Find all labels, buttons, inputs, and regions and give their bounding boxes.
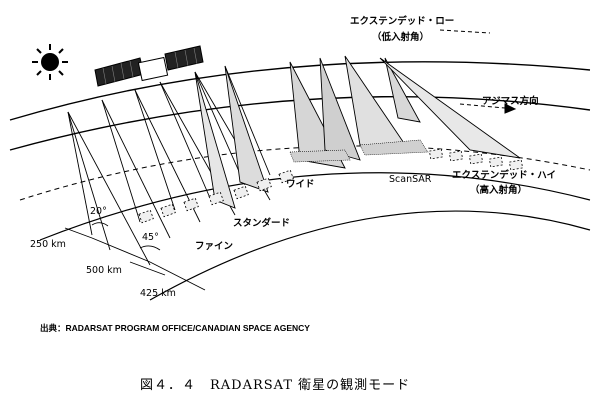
label-azimuth: アジマス方向 xyxy=(482,95,539,107)
label-extended-low-sub: （低入射角） xyxy=(372,31,429,43)
label-fine: ファイン xyxy=(195,241,233,252)
label-scansar: ScanSAR xyxy=(389,174,432,185)
label-angle-20: 20° xyxy=(90,206,107,217)
label-dist-425: 425 km xyxy=(140,288,176,299)
figure-caption: 図４．４ RADARSAT 衛星の観測モード xyxy=(140,378,410,393)
label-dist-500: 500 km xyxy=(86,265,122,276)
label-extended-high-sub: （高入射角） xyxy=(470,184,527,196)
satellite-icon xyxy=(94,45,204,87)
diagram-labels: エクステンデッド・ロー （低入射角） アジマス方向 ScanSAR エクステンデ… xyxy=(30,15,556,299)
measurement-lines xyxy=(64,222,206,291)
label-dist-250: 250 km xyxy=(30,239,66,250)
ground-footprints xyxy=(138,148,524,224)
label-wide: ワイド xyxy=(286,179,315,190)
beam-triangles xyxy=(194,55,521,209)
scansar-swath xyxy=(289,139,429,163)
label-standard: スタンダード xyxy=(233,217,290,229)
label-angle-45: 45° xyxy=(142,232,159,243)
label-extended-low: エクステンデッド・ロー xyxy=(350,15,454,27)
top-arrow xyxy=(439,29,491,34)
sun-icon xyxy=(32,44,68,80)
azimuth-arrow xyxy=(459,103,517,114)
source-credit: 出典：RADARSAT PROGRAM OFFICE/CANADIAN SPAC… xyxy=(40,323,310,333)
label-extended-high: エクステンデッド・ハイ xyxy=(452,169,556,181)
